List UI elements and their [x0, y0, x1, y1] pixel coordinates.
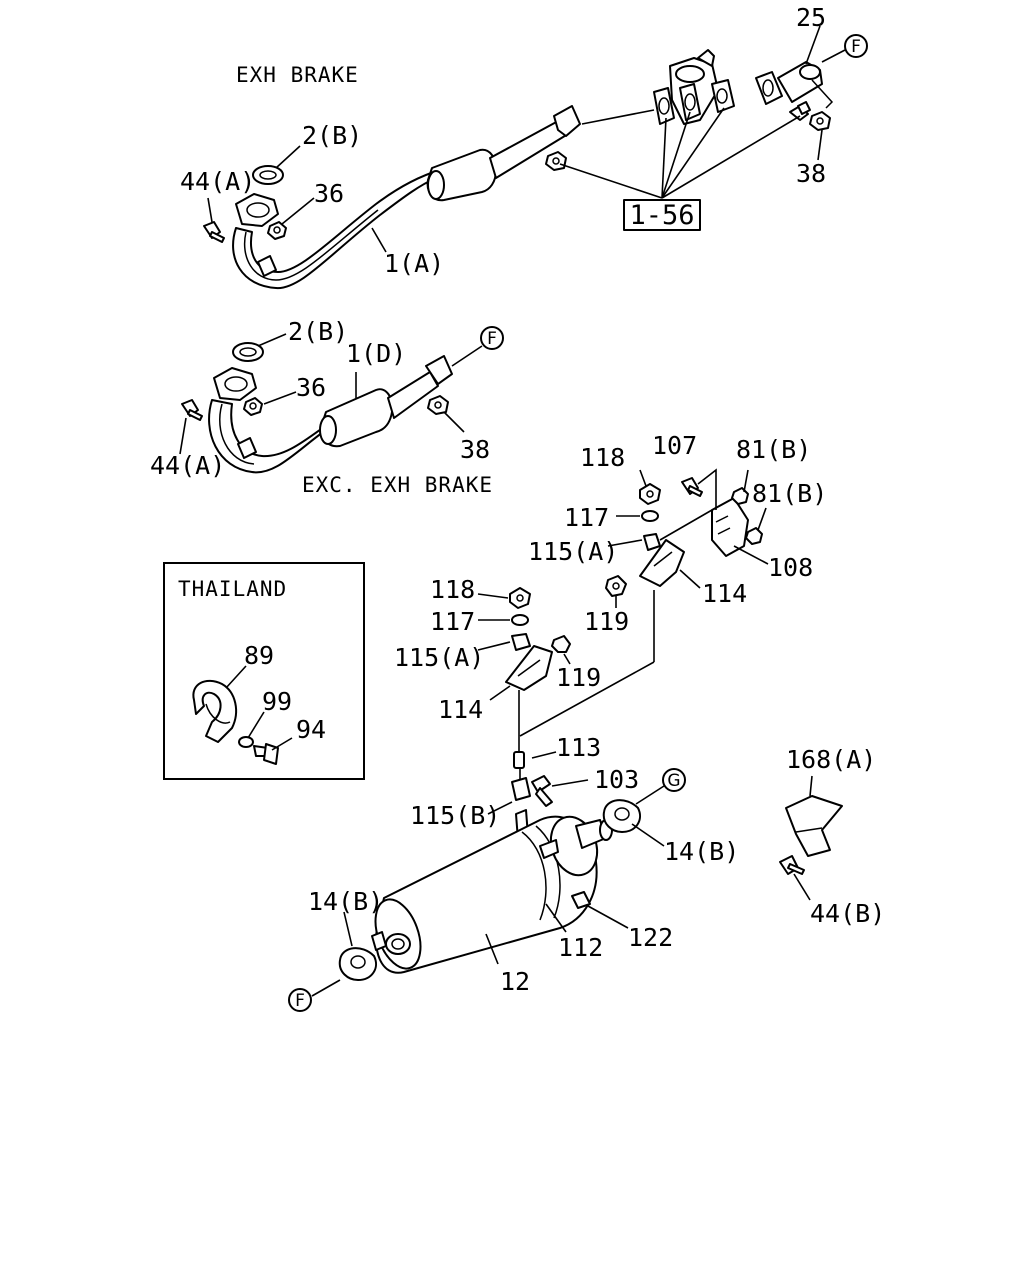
nut-36-top: [267, 221, 287, 240]
label-117-mid: 117: [430, 607, 475, 636]
reference-label-1-56: 1-56: [629, 200, 694, 231]
label-99: 99: [262, 687, 292, 716]
label-44a-mid: 44(A): [150, 451, 225, 480]
label-168a: 168(A): [786, 745, 876, 774]
washer-117-mid: [511, 614, 529, 626]
callout-f-bottom: F: [295, 991, 305, 1011]
nut-118-mid: [509, 587, 531, 609]
callout-f-top: F: [851, 37, 861, 57]
label-117-top: 117: [564, 503, 609, 532]
section-title-exc-exh-brake: EXC. EXH BRAKE: [302, 473, 493, 497]
label-44a-top: 44(A): [180, 167, 255, 196]
callout-circle-f-top: [844, 34, 868, 58]
label-81b-top: 81(B): [736, 435, 811, 464]
callout-g: G: [667, 771, 680, 791]
nut-119-right: [605, 575, 627, 597]
heat-shield-168a: [785, 795, 843, 857]
label-1a: 1(A): [384, 249, 444, 278]
nut-119-mid: [551, 635, 571, 653]
label-107: 107: [652, 431, 697, 460]
bolt-44a-mid: [181, 399, 203, 421]
bolt-44b: [779, 855, 805, 875]
nut-at-flange: [545, 151, 567, 171]
washer-117-top: [641, 510, 659, 522]
gasket-14b-left: [338, 947, 377, 981]
gasket-2b-mid: [232, 342, 264, 362]
nut-81b-bot: [745, 527, 763, 545]
bolt-103: [531, 775, 553, 807]
front-pipe-1d: [208, 355, 453, 474]
front-pipe-1a: [232, 105, 581, 290]
nut-118-top: [639, 483, 661, 505]
nut-38-top: [809, 111, 831, 131]
rubber-115a-mid: [511, 633, 531, 651]
leaders-shield: [793, 775, 813, 901]
label-115a-top: 115(A): [528, 537, 618, 566]
clamp-89: [192, 679, 238, 743]
label-118-top: 118: [580, 443, 625, 472]
bolt-107: [681, 477, 703, 497]
label-119-mid: 119: [556, 663, 601, 692]
label-94: 94: [296, 715, 326, 744]
gasket-14b-right: [602, 799, 641, 833]
label-36-top: 36: [314, 179, 344, 208]
leaders-thailand: [225, 665, 293, 751]
label-44b: 44(B): [810, 899, 885, 928]
muffler-12: [371, 815, 613, 974]
label-119-right: 119: [584, 607, 629, 636]
section-title-thailand: THAILAND: [178, 577, 287, 601]
label-113: 113: [556, 733, 601, 762]
label-81b-bot: 81(B): [752, 479, 827, 508]
washer-99: [238, 736, 254, 748]
pipe-25: [755, 61, 834, 109]
leaders-mid: [179, 333, 483, 455]
label-115b: 115(B): [410, 801, 500, 830]
reference-box-1-56: [623, 199, 701, 231]
gasket-pair-left: [653, 83, 701, 125]
gasket-2b-top: [252, 165, 284, 185]
rubber-115a-top: [643, 533, 661, 551]
bolt-44a-top: [203, 221, 225, 243]
label-38-mid: 38: [460, 435, 490, 464]
section-title-exh-brake: EXH BRAKE: [236, 63, 359, 87]
leaders-top: [207, 25, 846, 253]
callout-f-mid: F: [487, 329, 497, 349]
label-36-mid: 36: [296, 373, 326, 402]
label-14b-left: 14(B): [308, 887, 383, 916]
bracket-114-right: [639, 539, 685, 587]
bolt-near-pipe-25: [789, 101, 811, 121]
label-12: 12: [500, 967, 530, 996]
label-118-mid: 118: [430, 575, 475, 604]
nut-36-mid: [243, 397, 263, 416]
label-2b-top: 2(B): [302, 121, 362, 150]
label-114-left: 114: [438, 695, 483, 724]
leaders-muffler: [311, 785, 665, 997]
label-115a-mid: 115(A): [394, 643, 484, 672]
nut-38-mid: [427, 395, 449, 415]
bracket-114-left: [505, 645, 553, 691]
callout-circle-f-bottom: [288, 988, 312, 1012]
label-114-right: 114: [702, 579, 747, 608]
label-122: 122: [628, 923, 673, 952]
label-112: 112: [558, 933, 603, 962]
label-103: 103: [594, 765, 639, 794]
callout-circle-g: [662, 768, 686, 792]
label-25: 25: [796, 3, 826, 32]
label-14b-right: 14(B): [664, 837, 739, 866]
label-108: 108: [768, 553, 813, 582]
leaders-hanger: [477, 468, 769, 815]
thailand-inset-box: [163, 562, 365, 780]
label-1d: 1(D): [346, 339, 406, 368]
label-38-top: 38: [796, 159, 826, 188]
label-89: 89: [244, 641, 274, 670]
callout-circle-f-mid: [480, 326, 504, 350]
label-2b-mid: 2(B): [288, 317, 348, 346]
nut-81b-top: [731, 487, 749, 505]
hanger-rod-113: [513, 751, 525, 769]
gasket-pair-right: [711, 79, 735, 113]
bracket-108: [711, 497, 749, 557]
